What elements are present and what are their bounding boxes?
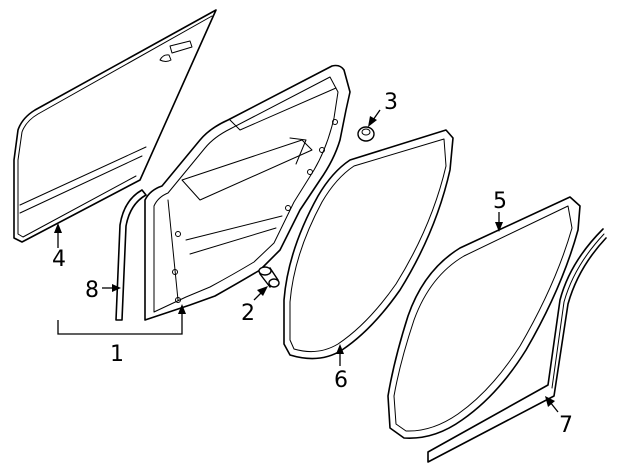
- callout-1: 1: [110, 342, 124, 367]
- callout-3: 3: [384, 90, 398, 115]
- callout-leaders: [54, 109, 559, 413]
- opening-weatherstrip: [387, 196, 581, 439]
- callout-7: 7: [559, 413, 573, 438]
- plug-fastener: [258, 266, 280, 289]
- door-outer-panel: [13, 9, 217, 243]
- door-weatherstrip: [283, 129, 454, 360]
- callout-8: 8: [85, 278, 99, 303]
- door-handle-icon: [159, 40, 193, 62]
- window-channel-strip: [115, 189, 147, 321]
- callout-2: 2: [241, 301, 255, 326]
- grommet-fastener: [357, 126, 375, 142]
- lower-garnish-strip: [427, 228, 607, 463]
- callout-5: 5: [493, 189, 507, 214]
- door-shell-frame: [144, 64, 351, 321]
- callout-6: 6: [334, 368, 348, 393]
- callout-4: 4: [52, 247, 66, 272]
